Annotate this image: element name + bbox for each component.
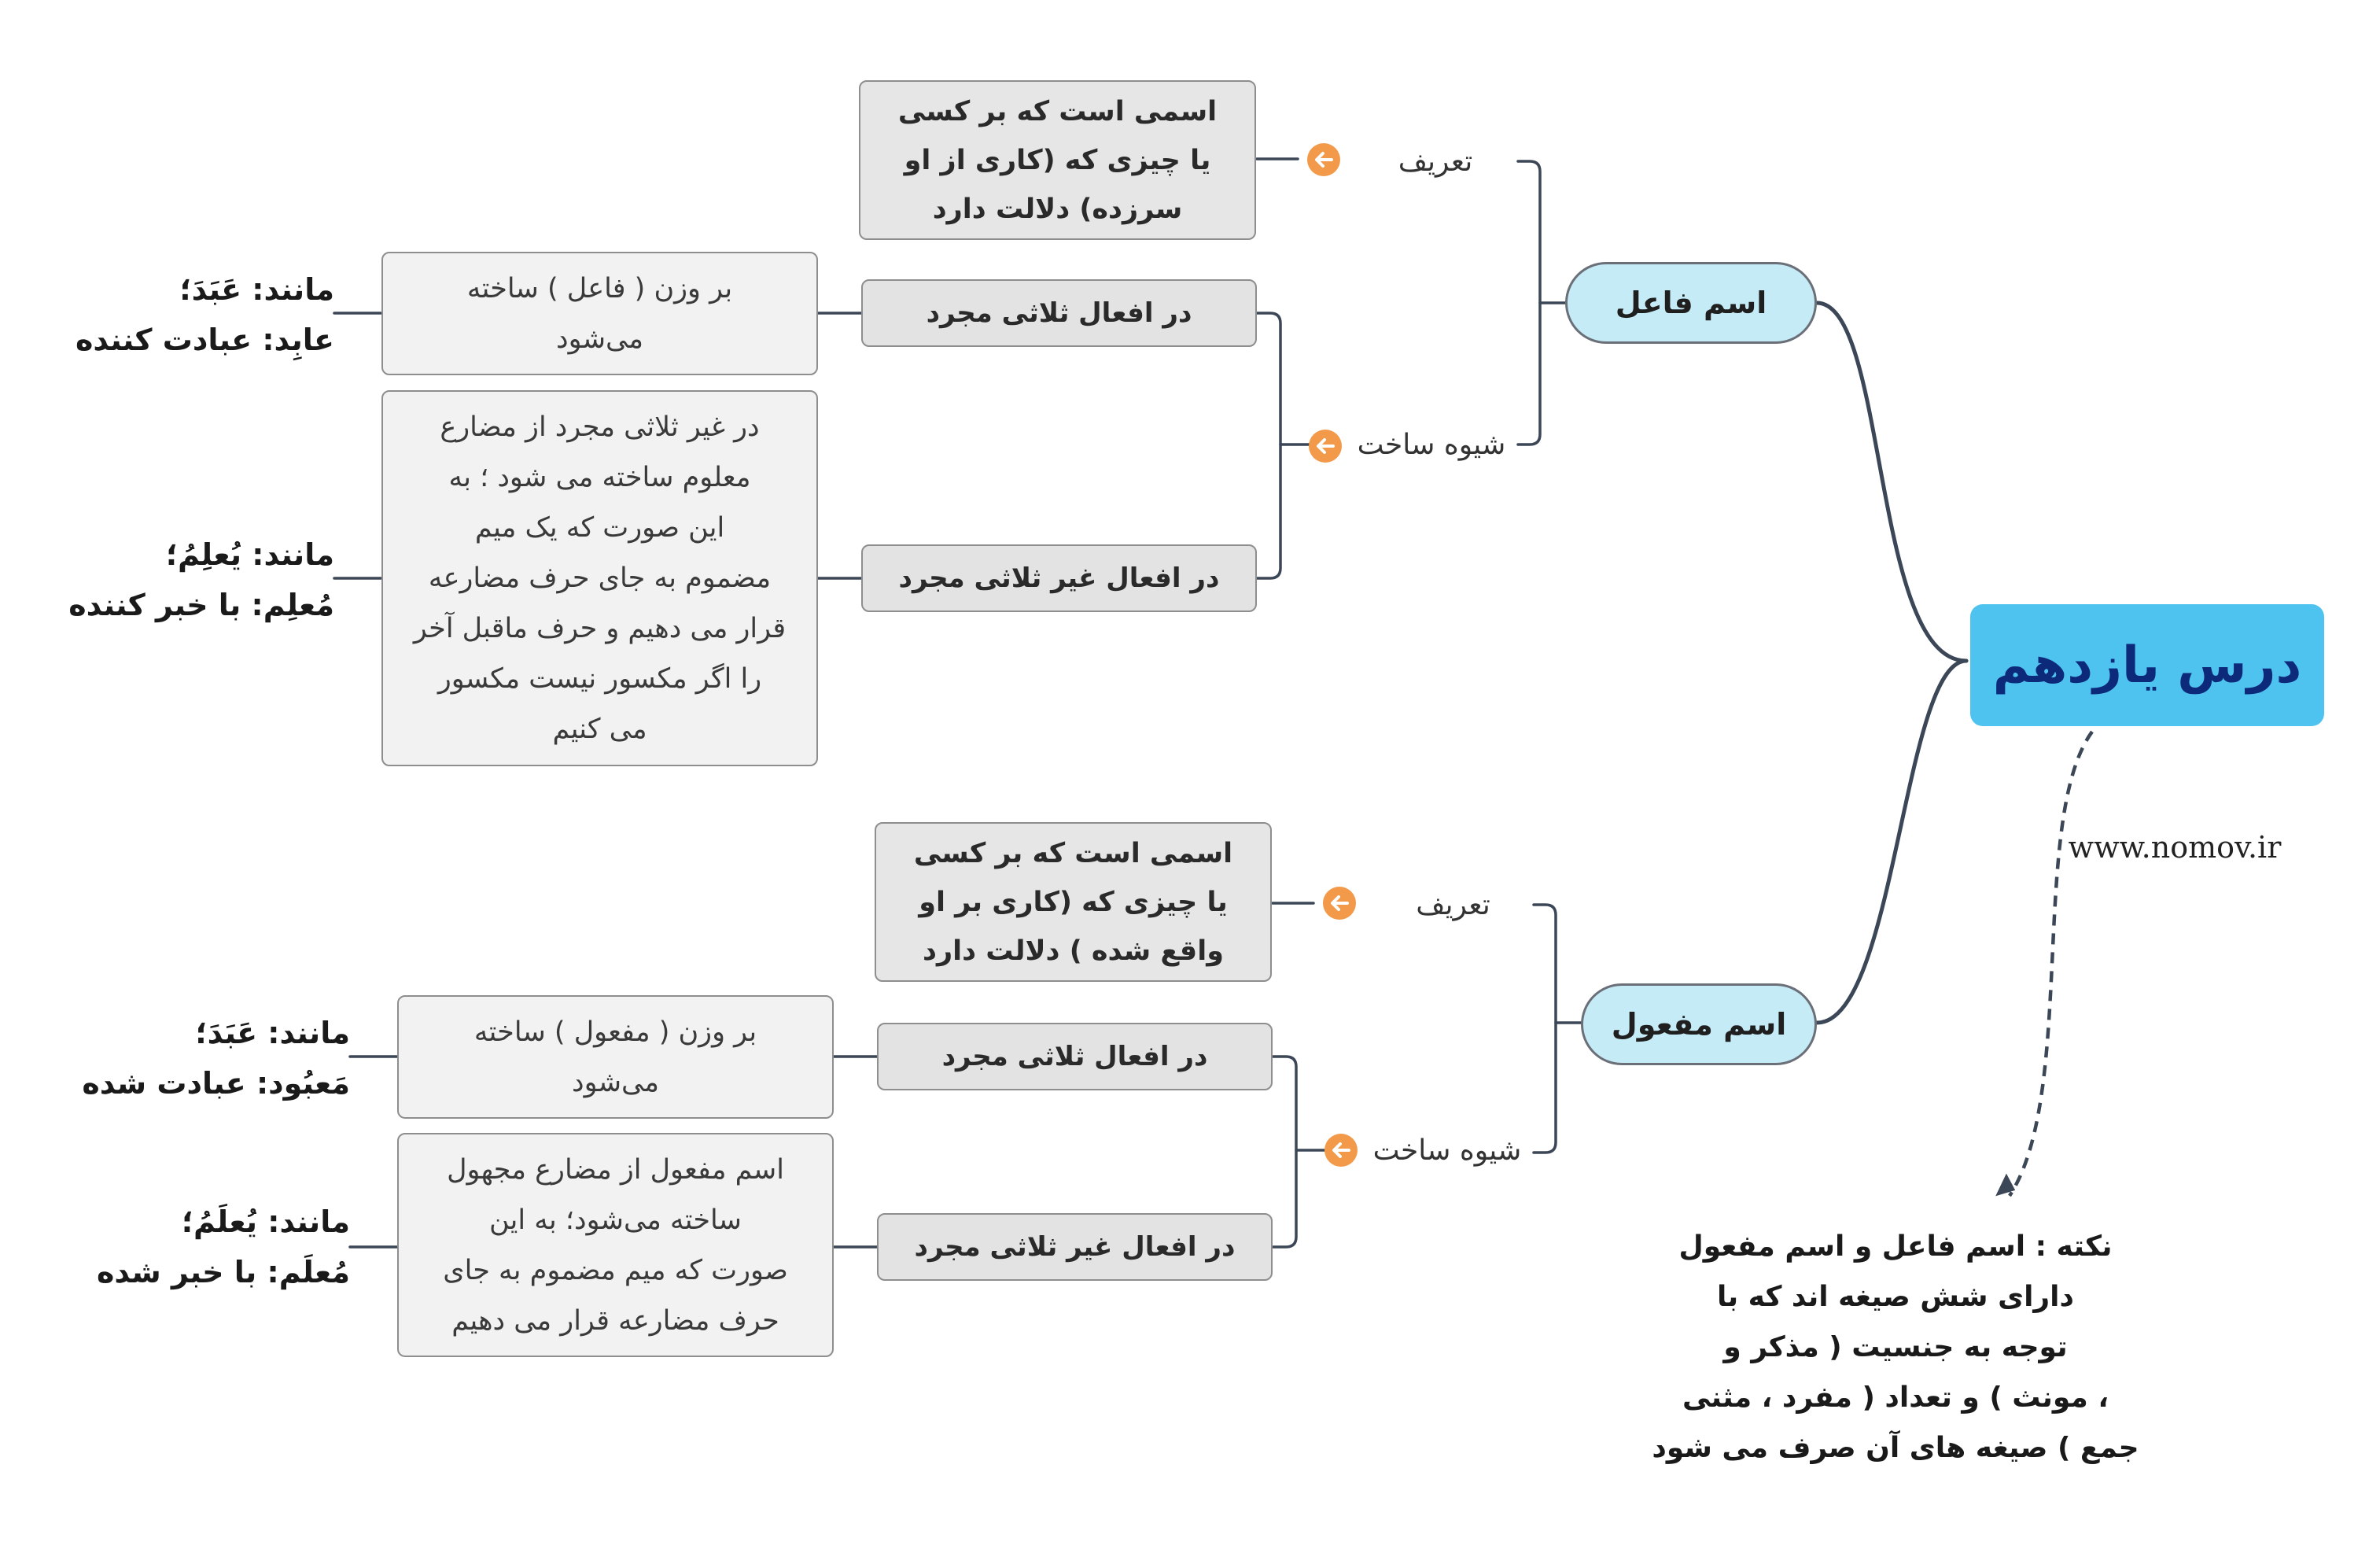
main-topic-fael[interactable]: اسم فاعل — [1565, 262, 1817, 344]
main-topic-mafool[interactable]: اسم مفعول — [1581, 983, 1817, 1065]
note-text: نکته : اسم فاعل و اسم مفعول دارای شش صیغ… — [1652, 1230, 2139, 1464]
central-topic-title: درس یازدهم — [1992, 636, 2302, 695]
mafool-thulathi-desc[interactable]: بر وزن ( مفعول ) ساخته می‌شود — [397, 995, 834, 1119]
fael-definition-box[interactable]: اسمی است که بر کسی یا چیزی که (کاری از ا… — [859, 80, 1256, 240]
fael-ghair-topic[interactable]: در افعال غیر ثلاثی مجرد — [861, 544, 1257, 612]
mafool-ghair-desc[interactable]: اسم مفعول از مضارع مجهول ساخته می‌شود؛ ب… — [397, 1133, 834, 1357]
mafool-ghair-example: مانند: یُعلَمُ؛ مُعلَم: با خبر شده — [97, 1204, 350, 1289]
mafool-ghair-topic[interactable]: در افعال غیر ثلاثی مجرد — [877, 1213, 1273, 1281]
fael-ghair-example: مانند: یُعلِمُ؛ مُعلِم: با خبر کننده — [68, 537, 334, 622]
arrow-left-icon — [1307, 143, 1340, 176]
mafool-thulathi-example: مانند: عَبَدَ؛ مَعبُود: عبادت شده — [82, 1016, 350, 1101]
fael-ghair-desc[interactable]: در غیر ثلاثی مجرد از مضارع معلوم ساخته م… — [381, 390, 818, 766]
mafool-definition-box[interactable]: اسمی است که بر کسی یا چیزی که (کاری بر ا… — [875, 822, 1272, 982]
fael-thulathi-desc[interactable]: بر وزن ( فاعل ) ساخته می‌شود — [381, 252, 818, 375]
arrow-left-icon — [1324, 1134, 1358, 1167]
mafool-thulathi-topic[interactable]: در افعال ثلاثی مجرد — [877, 1023, 1273, 1090]
fael-definition-label[interactable]: تعریف — [1398, 145, 1473, 178]
fael-build-label[interactable]: شیوه ساخت — [1357, 428, 1506, 461]
fael-thulathi-topic[interactable]: در افعال ثلاثی مجرد — [861, 279, 1257, 347]
website-label: www.nomov.ir — [2068, 830, 2282, 865]
central-topic[interactable]: درس یازدهم — [1970, 604, 2324, 726]
mafool-definition-label[interactable]: تعریف — [1416, 888, 1490, 921]
arrow-left-icon — [1309, 430, 1342, 463]
arrow-left-icon — [1323, 887, 1356, 920]
fael-thulathi-example: مانند: عَبَدَ؛ عابِد: عبادت کننده — [75, 272, 334, 357]
mafool-build-label[interactable]: شیوه ساخت — [1372, 1134, 1522, 1167]
